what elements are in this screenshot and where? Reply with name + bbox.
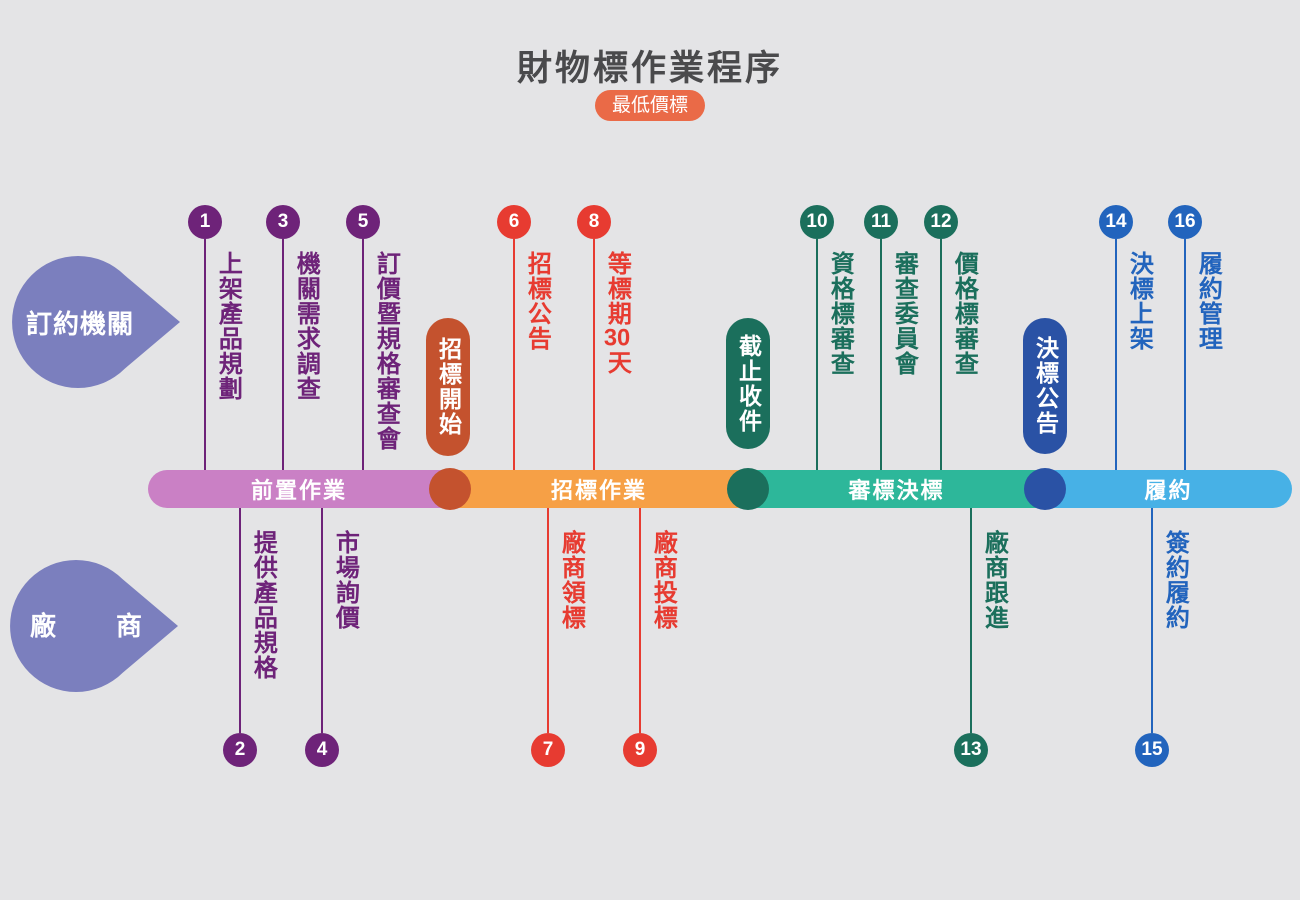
- step-label: 招標公告: [523, 251, 551, 351]
- phase-label: 履約: [1144, 478, 1193, 503]
- lane-label-vendor: 廠商: [30, 611, 142, 641]
- step-label: 價格標審查: [950, 251, 978, 376]
- junction-dot-award-announce: [1024, 468, 1066, 510]
- step-number-badge: 15: [1135, 733, 1169, 767]
- step-number-badge: 8: [577, 205, 611, 239]
- milestone-pill-tender-start: 招標開始: [426, 318, 470, 456]
- step-number-badge: 14: [1099, 205, 1133, 239]
- step-label: 提供產品規格: [249, 530, 277, 680]
- teardrop-right-icon: [10, 560, 178, 692]
- step-number-badge: 16: [1168, 205, 1202, 239]
- step-number-badge: 2: [223, 733, 257, 767]
- step-label: 廠商投標: [649, 530, 677, 630]
- step-label: 決標上架: [1125, 251, 1153, 351]
- step-connector-line: [282, 239, 284, 470]
- step-label: 資格標審查: [826, 251, 854, 376]
- step-connector-line: [513, 239, 515, 470]
- step-number-badge: 3: [266, 205, 300, 239]
- step-connector-line: [639, 508, 641, 733]
- step-connector-line: [1184, 239, 1186, 470]
- page-title: 財物標作業程序: [516, 49, 783, 88]
- step-number-badge: 4: [305, 733, 339, 767]
- step-number-badge: 11: [864, 205, 898, 239]
- milestone-label: 決標公告: [1032, 336, 1059, 436]
- step-label: 機關需求調查: [292, 251, 320, 401]
- step-label: 審查委員會: [890, 251, 918, 376]
- step-connector-line: [593, 239, 595, 470]
- phase-segment-tendering: 招標作業: [450, 470, 748, 508]
- phase-segment-preliminary: 前置作業: [148, 470, 450, 508]
- step-number-badge: 5: [346, 205, 380, 239]
- step-label: 簽約履約: [1161, 530, 1189, 630]
- lane-marker-vendor: 廠商: [8, 556, 184, 696]
- milestone-label: 招標開始: [435, 337, 462, 437]
- step-number-badge: 1: [188, 205, 222, 239]
- step-connector-line: [204, 239, 206, 470]
- step-number-badge: 13: [954, 733, 988, 767]
- phase-segment-performance: 履約: [1045, 470, 1292, 508]
- step-number-badge: 6: [497, 205, 531, 239]
- step-connector-line: [1151, 508, 1153, 733]
- step-connector-line: [816, 239, 818, 470]
- phase-label: 前置作業: [250, 478, 347, 503]
- step-connector-line: [547, 508, 549, 733]
- step-number-badge: 7: [531, 733, 565, 767]
- step-connector-line: [940, 239, 942, 470]
- step-connector-line: [970, 508, 972, 733]
- phase-label: 招標作業: [550, 478, 647, 503]
- lane-marker-agency: 訂約機關: [10, 252, 186, 392]
- milestone-pill-award-announce: 決標公告: [1023, 318, 1067, 454]
- junction-dot-submission-close: [727, 468, 769, 510]
- phase-segment-evaluation-award: 審標決標: [748, 470, 1045, 508]
- step-label: 廠商跟進: [980, 530, 1008, 630]
- step-label: 等標期30天: [603, 251, 631, 375]
- junction-dot-tender-start: [429, 468, 471, 510]
- milestone-label: 截止收件: [735, 333, 762, 434]
- step-label: 市場詢價: [331, 530, 359, 630]
- step-label: 訂價暨規格審查會: [372, 251, 400, 451]
- milestone-pill-submission-close: 截止收件: [726, 318, 770, 449]
- step-connector-line: [239, 508, 241, 733]
- step-connector-line: [1115, 239, 1117, 470]
- timeline-bar: 前置作業 招標作業 審標決標 履約: [148, 470, 1292, 508]
- step-number-badge: 9: [623, 733, 657, 767]
- step-number-badge: 10: [800, 205, 834, 239]
- teardrop-right-icon: [12, 256, 180, 388]
- step-connector-line: [321, 508, 323, 733]
- step-label: 履約管理: [1194, 251, 1222, 351]
- step-connector-line: [880, 239, 882, 470]
- step-label: 廠商領標: [557, 530, 585, 630]
- step-label: 上架產品規劃: [214, 251, 242, 401]
- step-connector-line: [362, 239, 364, 470]
- tender-type-badge: 最低價標: [594, 90, 706, 121]
- lane-label-agency: 訂約機關: [25, 308, 134, 339]
- step-number-badge: 12: [924, 205, 958, 239]
- phase-label: 審標決標: [848, 478, 945, 503]
